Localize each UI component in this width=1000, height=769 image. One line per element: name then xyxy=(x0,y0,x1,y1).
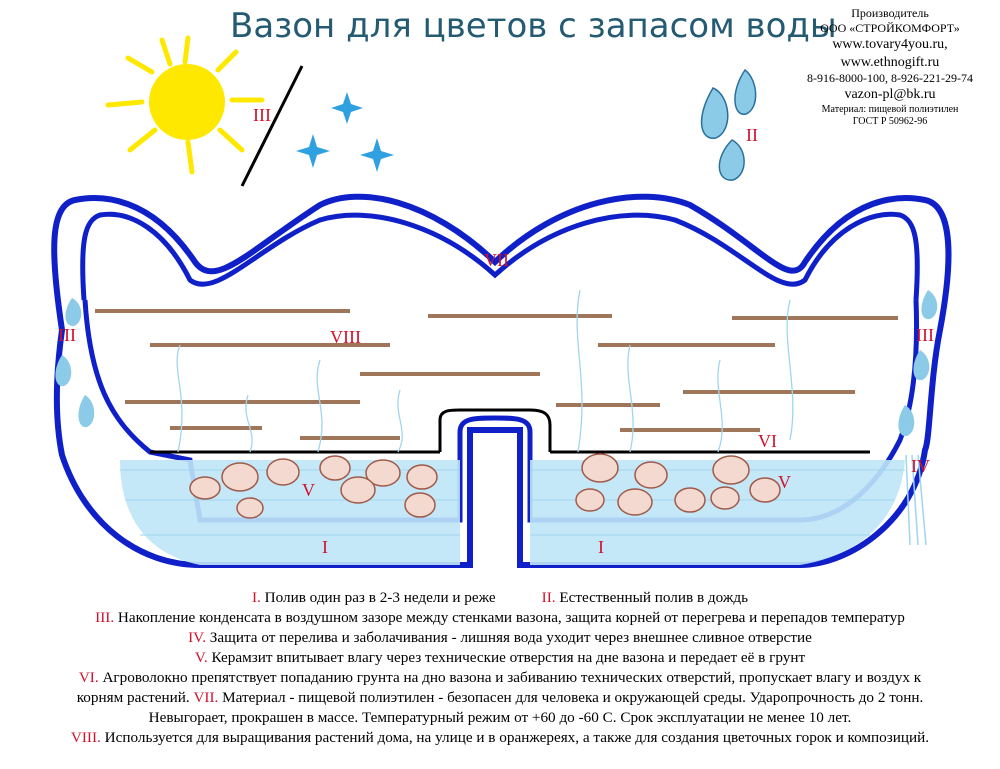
manufacturer-gost: ГОСТ Р 50962-96 xyxy=(852,116,928,127)
center-tube xyxy=(438,408,552,452)
label-clay-right-v: V xyxy=(778,472,791,492)
soil-layers xyxy=(95,309,898,440)
label-water-left-i: I xyxy=(322,537,328,557)
side-condensation xyxy=(55,290,938,437)
legend-item-vi-vii: корням растений. VII. Материал - пищевой… xyxy=(76,689,924,706)
manufacturer-site-1[interactable]: www.tovary4you.ru, xyxy=(832,37,948,52)
legend-row-1: I. Полив один раз в 2-3 недели и реже II… xyxy=(0,588,1000,608)
manufacturer-block: Производитель ООО «СТРОЙКОМФОРТ» www.tov… xyxy=(790,6,990,129)
legend-item-v: V. Керамзит впитывает влагу через технич… xyxy=(194,649,806,666)
sun-ray-divider xyxy=(240,65,304,187)
manufacturer-material: Материал: пищевой полиэтилен xyxy=(821,103,959,115)
label-water-right-i: I xyxy=(598,537,604,557)
moisture-waves xyxy=(176,289,794,453)
drop-icon xyxy=(718,139,745,181)
manufacturer-phones: 8-916-8000-100, 8-926-221-29-74 xyxy=(807,71,973,85)
drain-stream xyxy=(905,454,927,546)
legend-item-iii: III. Накопление конденсата в воздушном з… xyxy=(95,609,905,626)
legend-item-ii: II. Естественный полив в дождь xyxy=(541,589,749,606)
manufacturer-site-2[interactable]: www.ethnogift.ru xyxy=(840,54,940,70)
manufacturer-company: ООО «СТРОЙКОМФОРТ» xyxy=(820,21,960,35)
label-drops-ii: II xyxy=(746,125,758,145)
legend: I. Полив один раз в 2-3 недели и реже II… xyxy=(0,588,1000,748)
label-drain-iv: IV xyxy=(911,456,930,476)
label-clay-left-v: V xyxy=(302,480,315,500)
label-right-iii: III xyxy=(916,325,934,345)
pot-rim xyxy=(80,211,920,301)
legend-item-vii-cont: Невыгорает, прокрашен в массе. Температу… xyxy=(148,709,852,726)
pot-diagram: III II xyxy=(51,35,952,568)
label-left-iii: III xyxy=(58,325,76,345)
legend-item-viii: VIII. Используется для выращивания расте… xyxy=(70,729,930,746)
label-soil-viii: VIII xyxy=(330,327,361,347)
label-sun-iii: III xyxy=(253,105,271,125)
rain-drops xyxy=(700,68,757,181)
manufacturer-email[interactable]: vazon-pl@bk.ru xyxy=(844,87,936,102)
star-icon xyxy=(360,138,394,172)
drop-icon xyxy=(700,87,729,139)
page-title: Вазон для цветов с запасом воды xyxy=(230,6,837,46)
legend-item-i: I. Полив один раз в 2-3 недели и реже xyxy=(251,589,496,606)
expanded-clay xyxy=(189,453,781,519)
pot-outer-wall xyxy=(51,193,952,568)
sun-icon xyxy=(105,35,265,175)
label-fiber-vi: VI xyxy=(758,431,777,451)
label-rim-vii: VII xyxy=(484,250,509,270)
legend-item-iv: IV. Защита от перелива и заболачивания -… xyxy=(188,629,812,646)
manufacturer-label: Производитель xyxy=(851,6,929,20)
drop-icon xyxy=(734,68,757,115)
legend-item-vi: VI. Агроволокно препятствует попаданию г… xyxy=(78,669,922,686)
condensation-stars xyxy=(296,92,394,172)
star-icon xyxy=(296,134,330,168)
star-icon xyxy=(331,92,363,124)
